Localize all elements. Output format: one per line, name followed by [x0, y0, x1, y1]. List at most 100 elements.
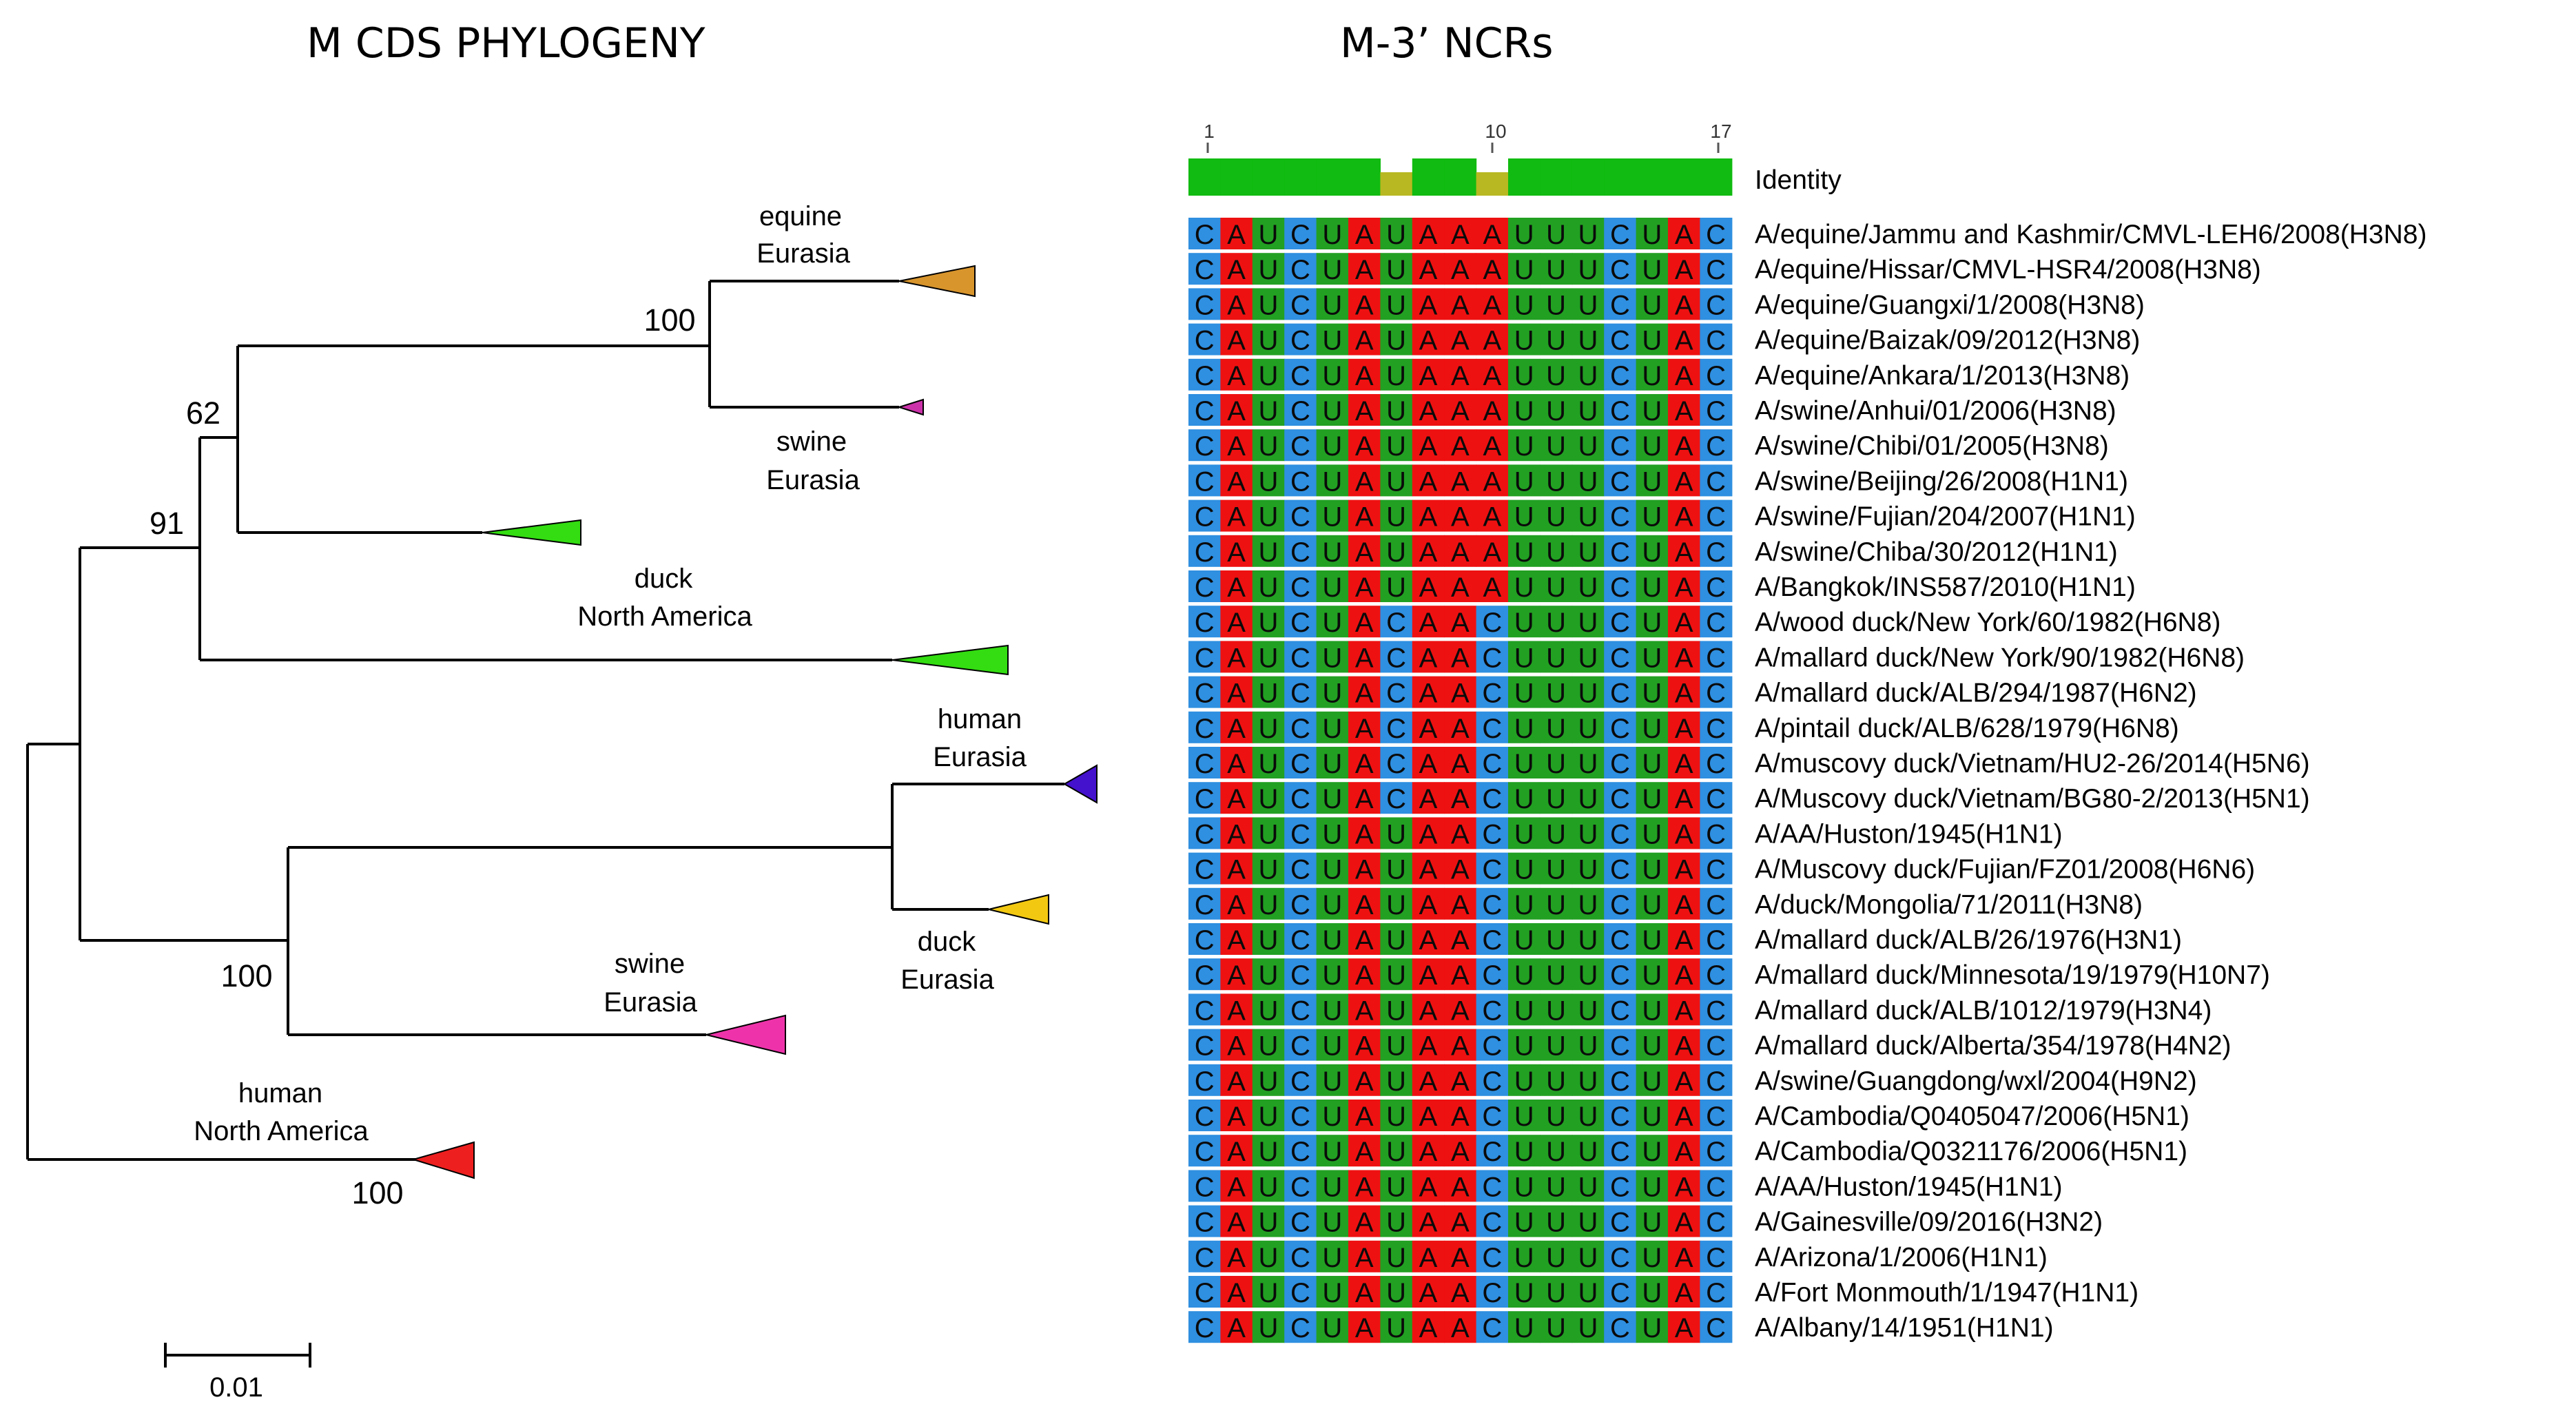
nucleotide-cell [1476, 1100, 1509, 1131]
strain-name: A/equine/Baizak/09/2012(H3N8) [1755, 326, 2140, 355]
nucleotide-letter: C [1290, 679, 1310, 709]
position-ruler: 1 10 17 [1204, 121, 1732, 153]
nucleotide-letter: U [1259, 925, 1279, 956]
nucleotide-letter: U [1322, 925, 1342, 956]
nucleotide-cell [1316, 923, 1349, 955]
nucleotide-letter: A [1451, 396, 1470, 426]
nucleotide-letter: A [1451, 431, 1470, 462]
identity-segment [1540, 158, 1573, 196]
nucleotide-letter: A [1675, 960, 1693, 991]
nucleotide-letter: U [1578, 1102, 1598, 1132]
nucleotide-cell [1316, 323, 1349, 355]
nucleotide-letter: U [1259, 749, 1279, 779]
nucleotide-letter: C [1482, 749, 1502, 779]
nucleotide-cell [1444, 1029, 1477, 1061]
branch-node-62 [236, 344, 710, 534]
nucleotide-cell [1444, 887, 1477, 920]
nucleotide-letter: C [1706, 960, 1726, 991]
nucleotide-cell [1380, 1135, 1413, 1167]
nucleotide-letter: A [1355, 361, 1374, 391]
nucleotide-cell [1476, 394, 1509, 426]
clade-label-duck: duck [918, 927, 976, 957]
nucleotide-cell [1540, 1276, 1573, 1308]
nucleotide-cell [1700, 1135, 1733, 1167]
nucleotide-letter: C [1706, 396, 1726, 426]
nucleotide-cell [1668, 570, 1700, 602]
nucleotide-letter: A [1483, 326, 1501, 356]
nucleotide-letter: A [1675, 1172, 1693, 1202]
nucleotide-letter: C [1706, 220, 1726, 250]
nucleotide-letter: U [1386, 326, 1406, 356]
nucleotide-letter: C [1610, 1031, 1630, 1062]
nucleotide-letter: C [1290, 1137, 1310, 1167]
nucleotide-cell [1444, 1170, 1477, 1202]
nucleotide-letter: C [1610, 714, 1630, 744]
nucleotide-cell [1220, 711, 1253, 743]
nucleotide-cell [1380, 606, 1413, 638]
nucleotide-cell [1572, 958, 1605, 991]
nucleotide-letter: U [1642, 925, 1662, 956]
ruler-label: 17 [1710, 121, 1731, 142]
nucleotide-letter: U [1514, 1172, 1534, 1202]
nucleotide-letter: U [1259, 255, 1279, 285]
nucleotide-letter: A [1355, 1208, 1374, 1238]
nucleotide-cell [1316, 782, 1349, 814]
nucleotide-letter: C [1290, 466, 1310, 497]
nucleotide-cell [1188, 958, 1221, 991]
nucleotide-letter: U [1259, 960, 1279, 991]
nucleotide-cell [1316, 1135, 1349, 1167]
nucleotide-cell [1572, 218, 1605, 249]
nucleotide-letter: A [1419, 1066, 1438, 1097]
nucleotide-letter: C [1482, 1137, 1502, 1167]
nucleotide-letter: U [1546, 608, 1566, 638]
nucleotide-letter: C [1610, 749, 1630, 779]
nucleotide-cell [1316, 887, 1349, 920]
nucleotide-letter: U [1259, 431, 1279, 462]
nucleotide-letter: U [1578, 361, 1598, 391]
nucleotide-cell [1444, 288, 1477, 320]
nucleotide-cell [1444, 958, 1477, 991]
nucleotide-letter: C [1482, 643, 1502, 673]
nucleotide-cell [1572, 253, 1605, 285]
nucleotide-letter: A [1227, 466, 1246, 497]
strain-name: A/Gainesville/09/2016(H3N2) [1755, 1208, 2103, 1237]
nucleotide-cell [1668, 253, 1700, 285]
nucleotide-letter: A [1355, 784, 1374, 814]
nucleotide-letter: C [1290, 1031, 1310, 1062]
nucleotide-cell [1604, 1276, 1637, 1308]
nucleotide-cell [1572, 499, 1605, 532]
nucleotide-letter: C [1482, 784, 1502, 814]
nucleotide-letter: A [1227, 643, 1246, 673]
nucleotide-cell [1220, 1240, 1253, 1272]
nucleotide-cell [1380, 499, 1413, 532]
nucleotide-cell [1476, 606, 1509, 638]
nucleotide-letter: C [1706, 996, 1726, 1026]
nucleotide-cell [1348, 429, 1381, 462]
nucleotide-cell [1508, 1100, 1541, 1131]
nucleotide-letter: C [1610, 890, 1630, 920]
nucleotide-cell [1348, 782, 1381, 814]
ruler-label: 10 [1485, 121, 1506, 142]
nucleotide-cell [1508, 923, 1541, 955]
nucleotide-cell [1604, 958, 1637, 991]
nucleotide-letter: C [1706, 679, 1726, 709]
nucleotide-letter: C [1482, 819, 1502, 849]
nucleotide-cell [1252, 958, 1285, 991]
nucleotide-letter: U [1322, 1031, 1342, 1062]
nucleotide-letter: C [1610, 855, 1630, 885]
nucleotide-letter: C [1610, 396, 1630, 426]
nucleotide-cell [1188, 323, 1221, 355]
nucleotide-cell [1348, 1240, 1381, 1272]
nucleotide-cell [1540, 1029, 1573, 1061]
nucleotide-cell [1412, 782, 1445, 814]
nucleotide-cell [1700, 1240, 1733, 1272]
nucleotide-letter: U [1514, 1313, 1534, 1343]
nucleotide-letter: U [1386, 1243, 1406, 1273]
nucleotide-letter: U [1578, 1278, 1598, 1308]
nucleotide-cell [1412, 358, 1445, 391]
nucleotide-cell [1604, 394, 1637, 426]
nucleotide-letter: A [1227, 361, 1246, 391]
identity-segment [1348, 158, 1381, 196]
